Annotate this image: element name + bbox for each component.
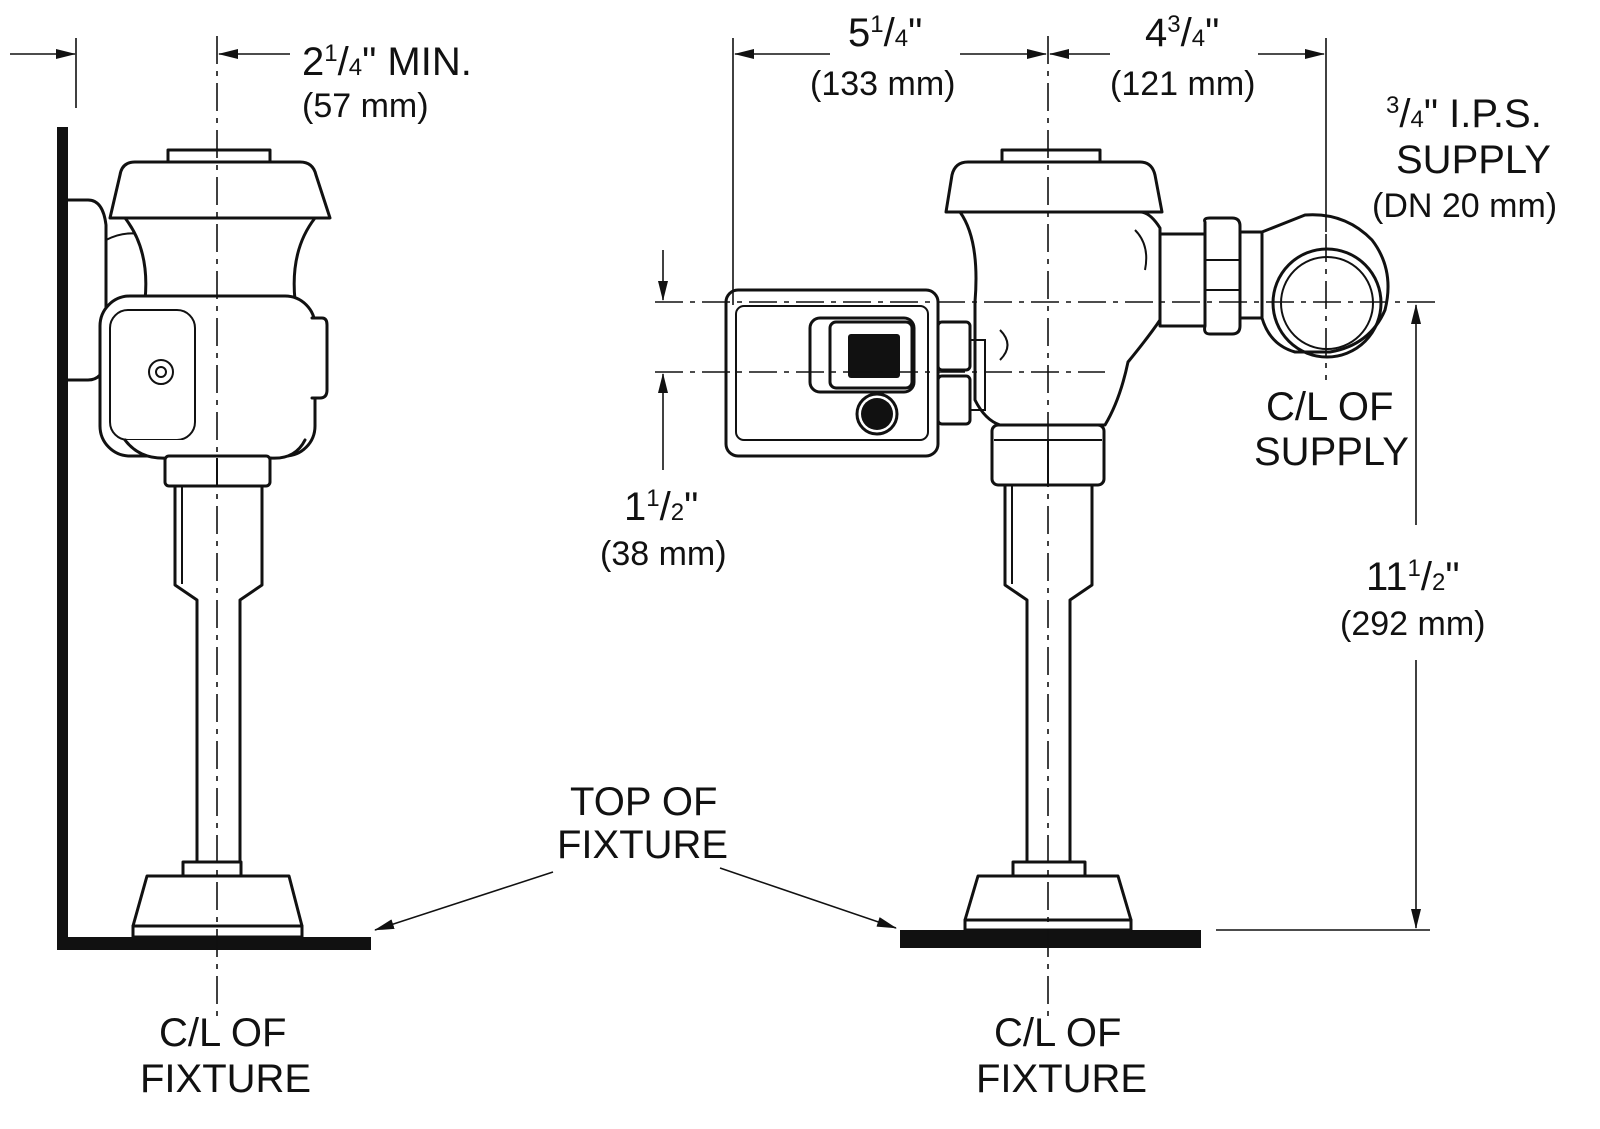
label-sensor-offset: 11/2"	[624, 485, 698, 529]
wall-bracket	[66, 198, 108, 382]
label-supply-size: 3/4" I.P.S.	[1386, 92, 1542, 136]
label-sensor-offset-metric: (38 mm)	[600, 535, 727, 573]
label-cl-fixture-right-2: FIXTURE	[976, 1057, 1147, 1101]
override-button-side	[148, 359, 174, 385]
label-cl-supply-2: SUPPLY	[1254, 430, 1409, 474]
label-width-right: 43/4"	[1145, 11, 1219, 55]
supply-opening	[1271, 247, 1383, 359]
side-view	[10, 36, 371, 1018]
valve-cover-side	[108, 160, 332, 220]
valve-cap-side	[166, 148, 272, 164]
label-min-clearance-metric: (57 mm)	[302, 87, 429, 125]
supply-coupling-nut	[1203, 216, 1242, 336]
valve-cover-front	[944, 160, 1164, 214]
label-cl-fixture-left-1: C/L OF	[159, 1011, 286, 1055]
label-width-right-metric: (121 mm)	[1110, 65, 1255, 103]
front-view	[374, 36, 1435, 1018]
fixture-top-right	[900, 930, 1201, 948]
supply-pipe	[1158, 232, 1207, 328]
label-cl-fixture-right-1: C/L OF	[994, 1011, 1121, 1055]
label-supply-size-line2: SUPPLY	[1396, 138, 1551, 182]
valve-body-front	[958, 210, 1162, 427]
fixture-top-left	[57, 937, 371, 950]
label-width-left-metric: (133 mm)	[810, 65, 955, 103]
label-supply-size-metric: (DN 20 mm)	[1372, 187, 1557, 225]
label-width-left: 51/4"	[848, 11, 922, 55]
label-supply-height-metric: (292 mm)	[1340, 605, 1485, 643]
label-top-of-fixture-1: TOP OF	[570, 780, 717, 824]
label-supply-height: 111/2"	[1366, 555, 1460, 599]
label-min-clearance: 21/4" MIN.	[302, 40, 472, 84]
dimension-labels: 21/4" MIN. (57 mm) 51/4" (133 mm) 43/4" …	[140, 11, 1557, 1101]
solenoid-housing-side	[98, 294, 317, 458]
override-button-front	[855, 392, 899, 436]
label-cl-fixture-left-2: FIXTURE	[140, 1057, 311, 1101]
wall	[57, 127, 68, 950]
label-cl-supply-1: C/L OF	[1266, 385, 1393, 429]
label-top-of-fixture-2: FIXTURE	[557, 823, 728, 867]
supply-elbow	[1260, 213, 1390, 354]
tailpiece-side	[173, 484, 264, 864]
valve-body-side	[123, 216, 317, 302]
